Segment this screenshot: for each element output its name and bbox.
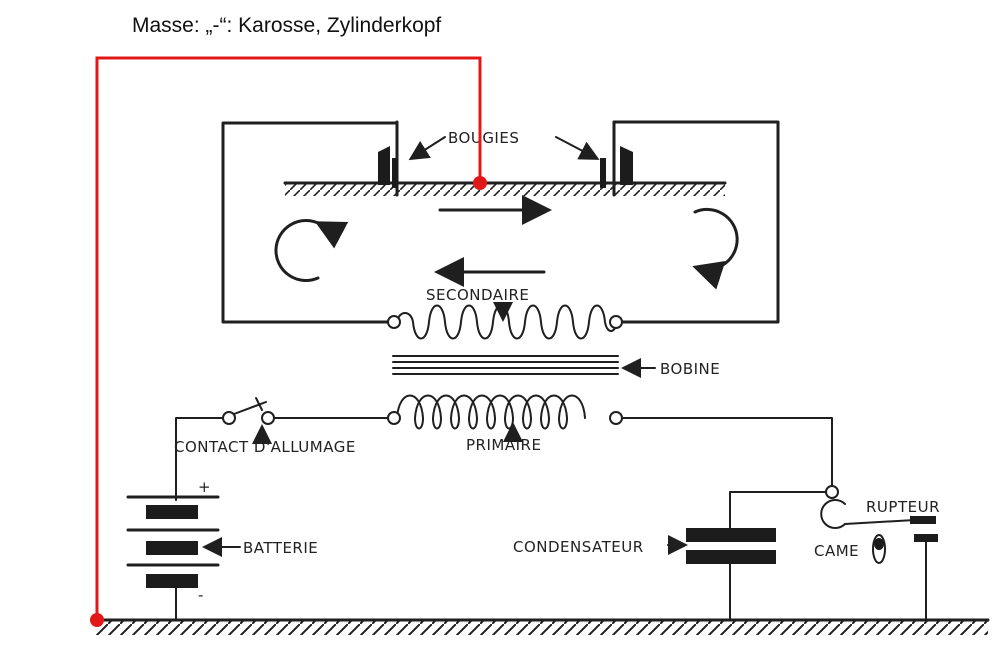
label-batterie: BATTERIE: [243, 539, 318, 557]
label-condensateur: CONDENSATEUR: [513, 538, 644, 556]
battery-minus-label: -: [198, 586, 204, 604]
breaker: [820, 485, 938, 621]
condenser: [686, 491, 833, 621]
label-primaire: PRIMAIRE: [466, 436, 541, 454]
secondary-coil: [387, 304, 623, 340]
spark-plug-left: [378, 146, 398, 188]
primary-coil: [387, 394, 623, 430]
label-bougies: BOUGIES: [448, 129, 519, 147]
battery-plus-label: +: [198, 478, 211, 496]
mass-point-ground: [90, 613, 104, 627]
battery: [126, 495, 220, 621]
ground: [93, 618, 990, 635]
label-came: CAME: [814, 542, 859, 560]
cam: [872, 534, 886, 564]
mass-connection: [90, 56, 487, 627]
label-contact: CONTACT D'ALLUMAGE: [174, 438, 356, 456]
label-bobine: BOBINE: [660, 360, 720, 378]
mass-caption: Masse: „-“: Karosse, Zylinderkopf: [132, 14, 442, 37]
mass-point-head: [473, 176, 487, 190]
coil-core: [392, 355, 619, 375]
label-secondaire: SECONDAIRE: [426, 286, 529, 304]
label-rupteur: RUPTEUR: [866, 498, 940, 516]
spark-plug-right: [600, 146, 633, 188]
